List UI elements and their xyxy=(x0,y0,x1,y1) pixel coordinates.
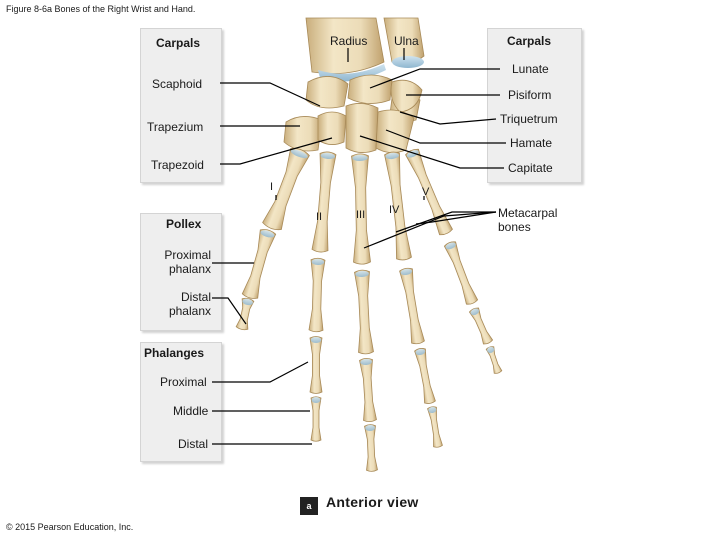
ring-distal-phalanx-bone xyxy=(427,406,443,448)
scaphoid-bone xyxy=(305,76,349,109)
middle-proximal-phalanx-bone xyxy=(354,269,374,355)
pisiform-bone xyxy=(390,79,423,113)
trapezoid-label: Trapezoid xyxy=(151,158,204,172)
ring-middle-phalanx-bone xyxy=(414,348,436,404)
figure-caption: Figure 8-6a Bones of the Right Wrist and… xyxy=(6,4,196,14)
numeral-i: I xyxy=(270,181,274,193)
radius-label: Radius xyxy=(330,34,368,48)
index-proximal-phalanx-bone xyxy=(308,257,326,333)
phalanges-panel xyxy=(140,342,222,462)
numeral-iv: IV xyxy=(389,204,400,216)
view-label: Anterior view xyxy=(326,494,419,510)
carpals-left-header: Carpals xyxy=(156,36,201,50)
distal-phalanx-leader xyxy=(212,297,247,325)
metacarpal-leader-2 xyxy=(363,211,497,249)
ulna-cartilage xyxy=(392,56,424,68)
carpals-left-panel xyxy=(140,28,222,183)
pollex-header: Pollex xyxy=(166,217,202,231)
index-distal-phalanx-bone xyxy=(310,396,322,442)
trapezoid-bone xyxy=(317,111,347,145)
ring-proximal-phalanx-bone xyxy=(399,267,425,345)
triquetrum-label: Triquetrum xyxy=(500,112,558,126)
index-middle-phalanx-bone xyxy=(309,336,323,394)
ring-metacarpal-bone xyxy=(384,151,412,261)
radius-bone xyxy=(305,17,385,74)
capitate-label: Capitate xyxy=(508,161,553,175)
pisiform-label: Pisiform xyxy=(508,88,552,102)
view-badge: a xyxy=(300,497,318,515)
lunate-label: Lunate xyxy=(512,62,549,76)
little-distal-phalanx-bone xyxy=(485,346,503,374)
lunate-leader xyxy=(369,68,500,89)
capitate-leader xyxy=(359,135,504,169)
numeral-iii: III xyxy=(356,209,366,221)
pollex-panel xyxy=(140,213,222,331)
carpals-right-header: Carpals xyxy=(507,34,552,48)
carpals-right-panel xyxy=(487,28,582,183)
proximal-leader xyxy=(212,361,309,383)
trapezoid-leader xyxy=(220,137,333,165)
phalanges-header: Phalanges xyxy=(144,346,205,360)
metacarpal-bones-label: Metacarpal bones xyxy=(498,206,558,234)
little-middle-phalanx-bone xyxy=(468,307,494,345)
thumb-proximal-phalanx-bone xyxy=(241,229,277,299)
metacarpal-leader-1 xyxy=(395,211,496,233)
hamate-label: Hamate xyxy=(510,136,553,150)
distal-phalanx-label: Distal phalanx xyxy=(168,290,211,318)
little-metacarpal-bone xyxy=(405,148,453,236)
thumb-metacarpal-bone xyxy=(262,147,310,231)
middle-metacarpal-bone xyxy=(351,153,371,265)
capitate-bone xyxy=(345,103,379,153)
numeral-v: V xyxy=(422,186,430,198)
thumb-distal-phalanx-bone xyxy=(235,297,255,331)
triquetrum-leader xyxy=(399,111,497,125)
middle-distal-phalanx-bone xyxy=(364,424,378,472)
numeral-ii: II xyxy=(316,211,323,223)
proximal-phalanx-label: Proximal phalanx xyxy=(164,248,211,276)
index-metacarpal-bone xyxy=(311,151,337,253)
distal-label: Distal xyxy=(178,437,209,451)
hamate-leader xyxy=(385,129,506,144)
trapezium-bone xyxy=(283,116,323,152)
metacarpal-leader-3 xyxy=(415,211,497,225)
little-proximal-phalanx-bone xyxy=(443,241,479,305)
middle-label: Middle xyxy=(173,404,209,418)
proximal-label: Proximal xyxy=(160,375,207,389)
scaphoid-leader xyxy=(220,82,321,107)
scaphoid-label: Scaphoid xyxy=(152,77,203,91)
lunate-bone xyxy=(347,74,393,104)
middle-middle-phalanx-bone xyxy=(359,357,377,423)
copyright: © 2015 Pearson Education, Inc. xyxy=(6,522,134,532)
ulna-label: Ulna xyxy=(394,34,419,48)
hamate-bone xyxy=(375,109,415,153)
trapezium-label: Trapezium xyxy=(147,120,204,134)
